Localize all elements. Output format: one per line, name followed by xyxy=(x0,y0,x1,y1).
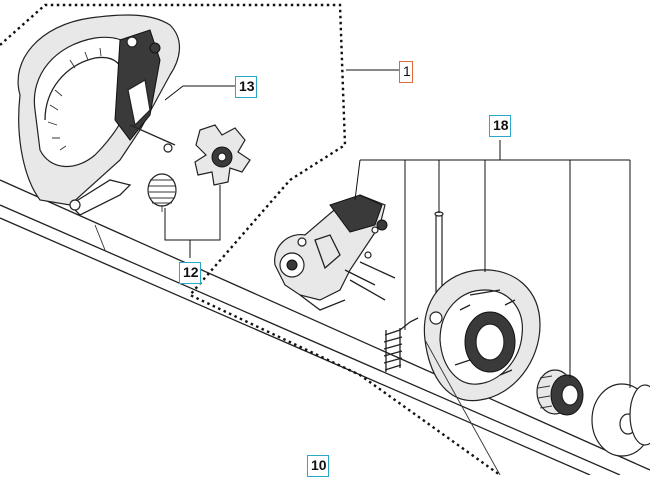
callout-12[interactable]: 12 xyxy=(179,262,201,284)
pulley-wheel-part-18 xyxy=(423,269,541,475)
washer-part-18 xyxy=(591,383,650,457)
leaders-18 xyxy=(354,140,631,388)
fasteners xyxy=(364,226,379,259)
star-pulley-part-12 xyxy=(194,124,251,186)
callout-13[interactable]: 13 xyxy=(235,76,257,98)
starter-housing-part-13 xyxy=(17,14,180,216)
gear-part-12 xyxy=(147,173,177,212)
callout-18[interactable]: 18 xyxy=(489,115,511,137)
leaders-12-13 xyxy=(164,85,237,258)
pin-part-18 xyxy=(434,160,444,296)
callout-1[interactable]: 1 xyxy=(399,61,413,83)
spur-gear-part-18 xyxy=(536,369,584,416)
callout-10[interactable]: 10 xyxy=(307,455,329,477)
assembly-boundary-dotted xyxy=(0,3,501,475)
pawl-carrier-part-18 xyxy=(274,194,396,311)
spring-part-18 xyxy=(383,317,419,372)
base-plate-part-10 xyxy=(0,179,650,475)
